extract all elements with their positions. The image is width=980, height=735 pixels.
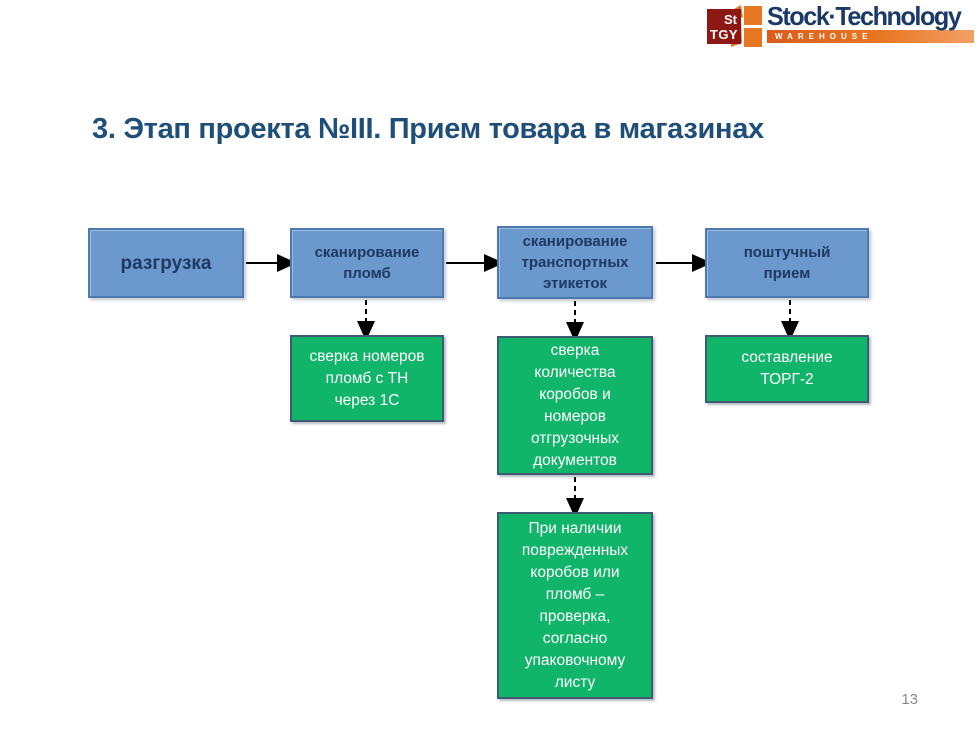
logo-red-square: St TGY [707, 9, 741, 44]
company-logo: St TGY Stock·Technology WAREHOUSE [701, 3, 974, 51]
logo-mark: St TGY [701, 3, 767, 51]
page-number: 13 [901, 691, 918, 708]
brand-tagline-bar: WAREHOUSE [767, 30, 974, 43]
logo-tgy-text: TGY [709, 26, 739, 42]
logo-st-text: St [724, 11, 737, 27]
brand-name: Stock·Technology [767, 1, 962, 31]
flow-node-seal-number-check: сверка номеров пломб с ТН через 1С [290, 335, 444, 422]
flow-node-scan-seals: сканирование пломб [290, 228, 444, 298]
flow-node-unloading: разгрузка [88, 228, 244, 298]
brand-tagline: WAREHOUSE [775, 32, 873, 41]
flow-node-box-count-check: сверка количества коробов и номеров отгр… [497, 336, 653, 475]
flow-node-damaged-boxes-procedure: При наличии поврежденных коробов или пло… [497, 512, 653, 699]
flow-node-torg2: составление ТОРГ-2 [705, 335, 869, 403]
flow-node-scan-transport-labels: сканирование транспортных этикеток [497, 226, 653, 299]
slide-title: 3. Этап проекта №III. Прием товара в маг… [92, 113, 764, 145]
flow-node-piece-receiving: поштучный прием [705, 228, 869, 298]
